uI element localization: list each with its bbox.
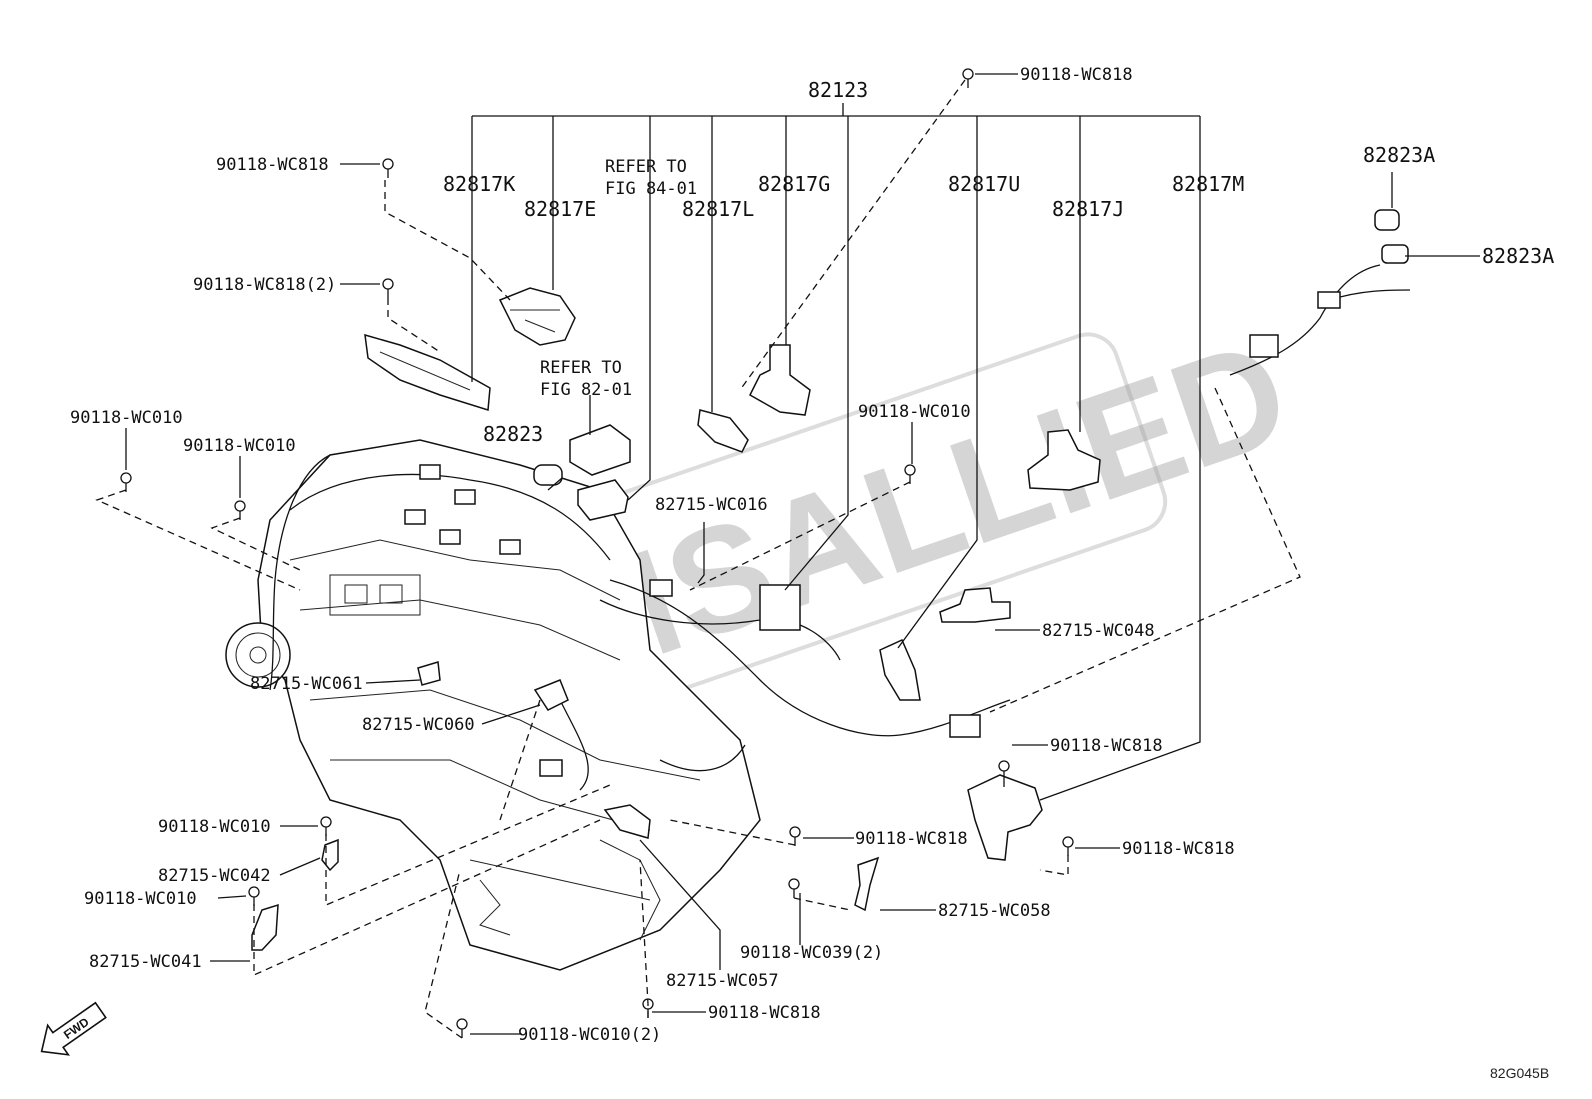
engine-assembly — [225, 439, 1011, 971]
label-82817K: 82817K — [443, 172, 515, 196]
label-82817G: 82817G — [758, 172, 830, 196]
label-90118-WC818-mid: 90118-WC818 — [855, 829, 968, 849]
bolt-icon — [382, 278, 394, 298]
label-90118-WC010-a: 90118-WC010 — [70, 408, 183, 428]
label-82123: 82123 — [808, 78, 868, 102]
component-82817G-bracket — [749, 344, 811, 416]
label-refer-84-line2: FIG 84-01 — [605, 179, 697, 199]
label-90118-WC010-b: 90118-WC010 — [183, 436, 296, 456]
diagram-code: 82G045B — [1490, 1065, 1549, 1081]
bolt-icon — [962, 68, 974, 88]
label-82715-WC016: 82715-WC016 — [655, 495, 768, 515]
label-90118-WC818-top: 90118-WC818 — [1020, 65, 1133, 85]
label-82817E: 82817E — [524, 197, 596, 221]
label-82823A-top: 82823A — [1363, 143, 1435, 167]
label-82715-WC061: 82715-WC061 — [250, 674, 363, 694]
label-refer-82-line2: FIG 82-01 — [540, 380, 632, 400]
component-82715-WC042-clip — [321, 838, 339, 872]
label-90118-WC818-2: 90118-WC818(2) — [193, 275, 336, 295]
label-82715-WC042: 82715-WC042 — [158, 866, 271, 886]
label-82715-WC060: 82715-WC060 — [362, 715, 475, 735]
label-82817J: 82817J — [1052, 197, 1124, 221]
bolt-icon — [382, 158, 394, 178]
component-82817U-bracket — [879, 639, 921, 701]
component-82817L-bracket — [697, 409, 749, 453]
label-82715-WC048: 82715-WC048 — [1042, 621, 1155, 641]
label-refer-82-line1: REFER TO — [540, 358, 622, 378]
leader-lines — [125, 73, 1480, 1035]
component-82817J-bracket — [1027, 429, 1101, 491]
bolt-icon — [788, 878, 800, 898]
component-82715-WC048-clamp — [939, 587, 1011, 623]
label-refer-84-line1: REFER TO — [605, 157, 687, 177]
label-90118-WC010-mid: 90118-WC010 — [858, 402, 971, 422]
label-82823: 82823 — [483, 422, 543, 446]
bolt-icon — [248, 886, 260, 906]
label-82817L: 82817L — [682, 197, 754, 221]
label-82817M: 82817M — [1172, 172, 1244, 196]
bolt-icon — [320, 816, 332, 836]
label-90118-WC010-d: 90118-WC010 — [84, 889, 197, 909]
bolt-icon — [904, 464, 916, 484]
install-lines — [95, 79, 1301, 1039]
label-82715-WC041: 82715-WC041 — [89, 952, 202, 972]
part-labels: 82123 82817K 82817E REFER TO FIG 84-01 8… — [70, 65, 1554, 1045]
label-90118-WC818-left: 90118-WC818 — [216, 155, 329, 175]
bolt-icon — [1062, 836, 1074, 856]
bolt-icon — [456, 1018, 468, 1038]
component-82715-WC057-clip — [603, 804, 651, 839]
fwd-arrow-icon: FWD — [40, 1001, 107, 1056]
bolt-icon — [234, 500, 246, 520]
label-82715-WC058: 82715-WC058 — [938, 901, 1051, 921]
component-82823-grommet — [533, 464, 563, 486]
bolts — [120, 68, 1074, 1038]
bolt-icon — [998, 760, 1010, 780]
component-82823A-sensor — [1229, 209, 1411, 376]
component-82715-WC061-clip — [417, 661, 441, 686]
bolt-icon — [120, 472, 132, 492]
component-82817M-bracket — [967, 774, 1043, 861]
label-90118-WC818-bot: 90118-WC818 — [708, 1003, 821, 1023]
label-90118-WC010-c: 90118-WC010 — [158, 817, 271, 837]
label-90118-WC818-r2: 90118-WC818 — [1122, 839, 1235, 859]
label-82817U: 82817U — [948, 172, 1020, 196]
label-90118-WC818-r1: 90118-WC818 — [1050, 736, 1163, 756]
component-relay-block — [569, 424, 631, 521]
component-82817E-bracket — [498, 287, 576, 346]
component-82715-WC058-clip — [854, 856, 880, 912]
label-82715-WC057: 82715-WC057 — [666, 971, 779, 991]
component-82715-WC041-clip — [251, 903, 279, 951]
component-82715-WC060-clip — [533, 679, 569, 711]
label-90118-WC039-2: 90118-WC039(2) — [740, 943, 883, 963]
bolt-icon — [789, 826, 801, 846]
component-82817K-bracket — [364, 333, 491, 411]
label-90118-WC010-2: 90118-WC010(2) — [518, 1025, 661, 1045]
label-82823A-right: 82823A — [1482, 244, 1554, 268]
